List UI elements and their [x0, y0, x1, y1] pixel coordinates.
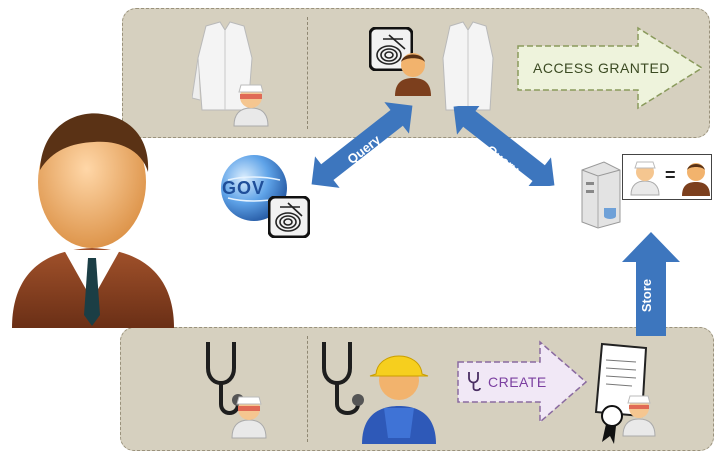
query-arrow-left	[310, 100, 414, 190]
nurse-icon	[629, 159, 661, 197]
nurse-icon	[230, 80, 272, 128]
access-granted-arrow	[516, 26, 704, 110]
nurse-icon	[228, 392, 270, 440]
doctor-coat-icon	[192, 18, 258, 118]
stethoscope-icon	[314, 338, 366, 422]
user-icon	[393, 48, 433, 98]
query-arrow-right	[452, 106, 556, 186]
worker-icon	[356, 338, 442, 446]
fingerprint-icon	[369, 27, 413, 71]
stethoscope-icon	[466, 370, 484, 392]
server-icon	[578, 160, 624, 230]
create-label: CREATE	[488, 374, 547, 390]
create-arrow	[456, 340, 588, 424]
top-band-divider	[307, 17, 308, 129]
store-label: Store	[639, 278, 655, 313]
nurse-icon	[620, 392, 658, 438]
access-granted-label: ACCESS GRANTED	[533, 60, 670, 76]
equals-sign: =	[665, 165, 676, 185]
store-arrow	[620, 230, 682, 338]
person-icon	[2, 100, 182, 340]
bottom-band-divider	[307, 336, 308, 442]
identity-match-box: =	[622, 154, 712, 200]
doctor-coat-icon	[438, 18, 498, 118]
fingerprint-icon	[268, 196, 310, 238]
gov-label: GOV	[222, 178, 266, 198]
user-icon	[681, 159, 711, 197]
